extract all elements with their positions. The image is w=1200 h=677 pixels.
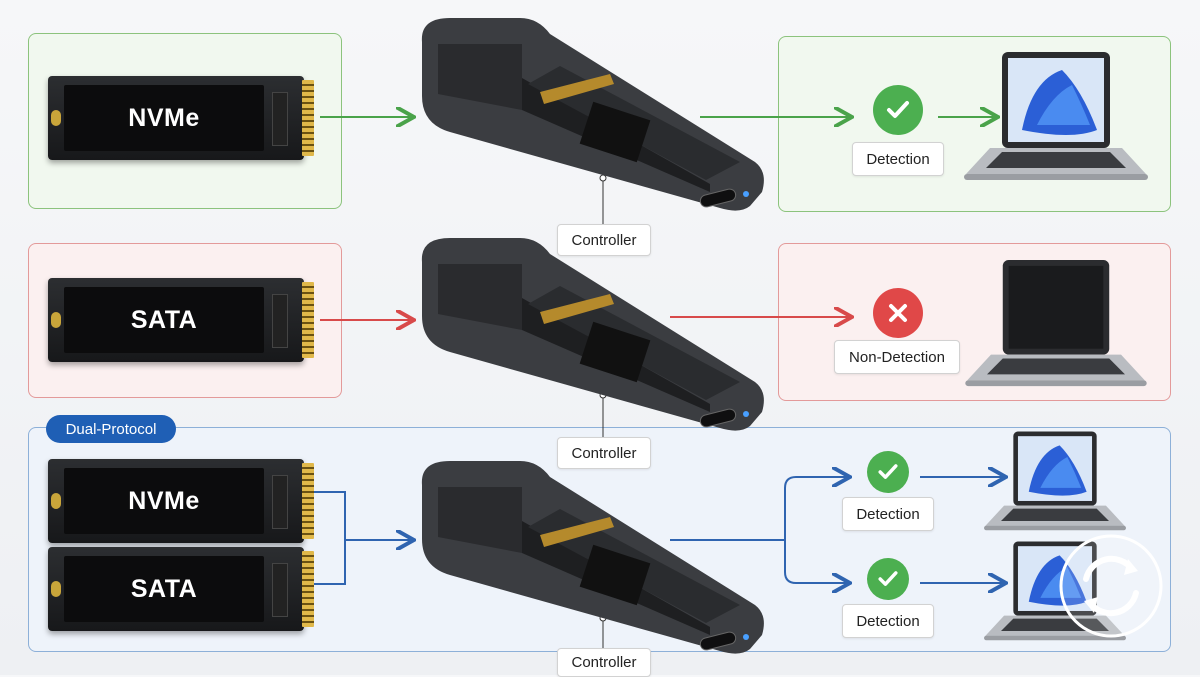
nvme-enclosure	[421, 18, 764, 211]
detection-label: Detection	[842, 604, 934, 638]
ssd-label: SATA	[64, 287, 264, 353]
dual-enclosure	[421, 461, 764, 654]
ssd-label: NVMe	[64, 468, 264, 534]
detection-label: Detection	[842, 497, 934, 531]
ssd-label: NVMe	[64, 85, 264, 151]
ssd-label: SATA	[64, 556, 264, 622]
sata-ssd: SATA	[48, 278, 314, 362]
check-icon	[873, 85, 923, 135]
sync-watermark-icon	[1059, 534, 1163, 638]
controller-label: Controller	[557, 437, 651, 469]
dual-nvme-ssd: NVMe	[48, 459, 314, 543]
dual-sata-ssd: SATA	[48, 547, 314, 631]
check-icon	[867, 451, 909, 493]
non-detection-label: Non-Detection	[834, 340, 960, 374]
controller-label: Controller	[557, 648, 651, 677]
sata-enclosure	[421, 238, 764, 431]
nvme-ssd: NVMe	[48, 76, 314, 160]
laptop-icon	[964, 52, 1148, 180]
controller-label: Controller	[557, 224, 651, 256]
laptop-icon	[984, 541, 1126, 641]
laptop-icon	[984, 431, 1126, 531]
cross-icon	[873, 288, 923, 338]
laptop-icon	[965, 259, 1147, 387]
dual-protocol-badge: Dual-Protocol	[46, 415, 176, 443]
check-icon	[867, 558, 909, 600]
detection-label: Detection	[852, 142, 944, 176]
